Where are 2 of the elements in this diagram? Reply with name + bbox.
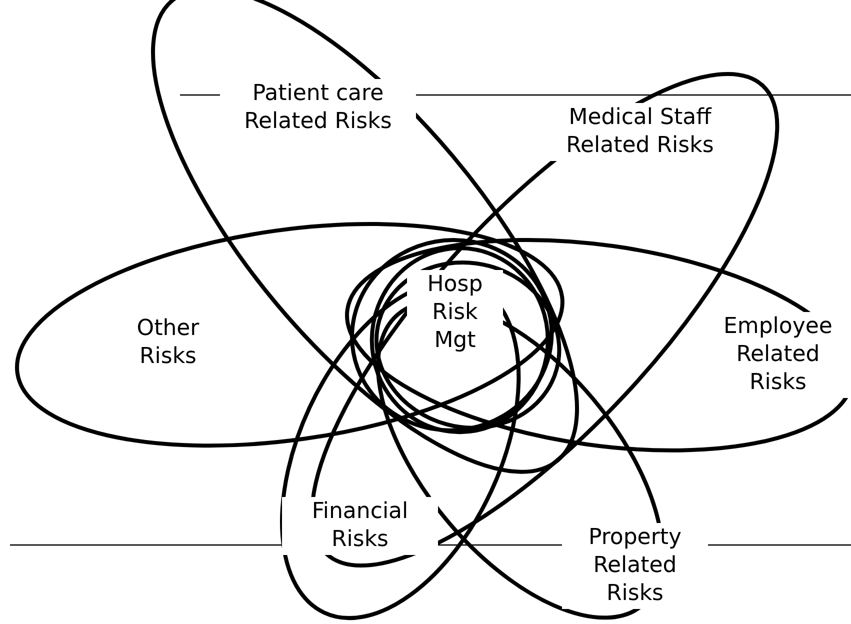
ellipse-label: Financial Risks — [282, 496, 438, 555]
ellipse-label: Property Related Risks — [562, 522, 708, 609]
